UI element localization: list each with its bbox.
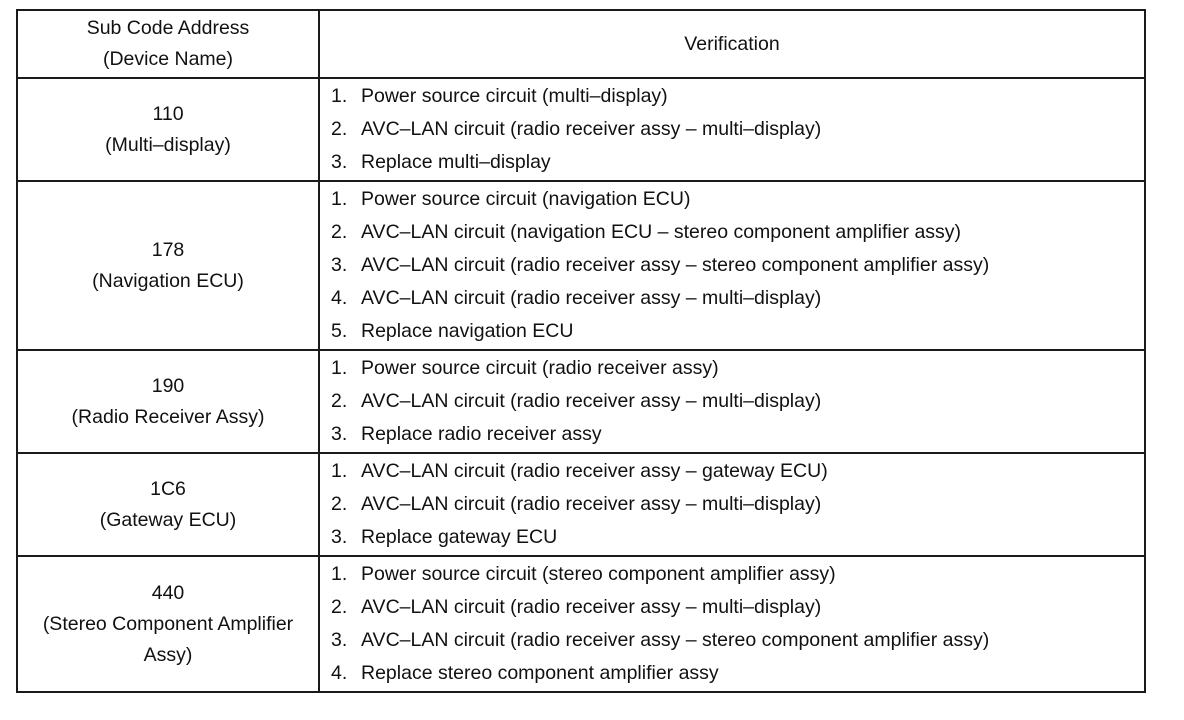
- verification-step: 2. AVC–LAN circuit (radio receiver assy –…: [331, 591, 1144, 624]
- step-number: 5.: [331, 320, 348, 342]
- step-number: 1.: [331, 563, 348, 585]
- step-number: 2.: [331, 118, 348, 140]
- step-text: AVC–LAN circuit (radio receiver assy – m…: [361, 287, 822, 309]
- device-name: (Radio Receiver Assy): [71, 405, 265, 428]
- step-number: 2.: [331, 221, 348, 243]
- table-row: 190 (Radio Receiver Assy) 1. Power source c…: [16, 349, 1146, 454]
- step-number: 4.: [331, 662, 348, 684]
- step-text: Power source circuit (navigation ECU): [361, 188, 691, 210]
- header-col1-line2: (Device Name): [102, 48, 234, 70]
- step-text: AVC–LAN circuit (navigation ECU – stereo…: [361, 221, 962, 243]
- device-cell: 178 (Navigation ECU): [16, 180, 320, 351]
- verification-cell: 1. Power source circuit (multi–display) 2.…: [318, 77, 1146, 182]
- table-row: 178 (Navigation ECU) 1. Power source circui…: [16, 180, 1146, 351]
- table-header: Sub Code Address (Device Name) Verificat…: [16, 9, 1146, 79]
- step-number: 1.: [331, 85, 348, 107]
- step-number: 3.: [331, 629, 348, 651]
- verification-step: 1. AVC–LAN circuit (radio receiver assy –…: [331, 455, 1144, 488]
- table-body: 110 (Multi–display) 1. Power source circuit…: [16, 77, 1146, 693]
- verification-step: 2. AVC–LAN circuit (navigation ECU – ster…: [331, 216, 1144, 249]
- verification-cell: 1. Power source circuit (radio receiver a…: [318, 349, 1146, 454]
- step-text: Power source circuit (multi–display): [361, 85, 668, 107]
- verification-step: 3. AVC–LAN circuit (radio receiver assy –…: [331, 249, 1144, 282]
- step-text: AVC–LAN circuit (radio receiver assy – s…: [361, 254, 990, 276]
- step-number: 2.: [331, 493, 348, 515]
- verification-step: 1. Power source circuit (navigation ECU): [331, 183, 1144, 216]
- verification-step: 2. AVC–LAN circuit (radio receiver assy –…: [331, 385, 1144, 418]
- header-verification: Verification: [318, 9, 1146, 79]
- verification-step: 5. Replace navigation ECU: [331, 315, 1144, 348]
- sub-code-address: 178: [151, 238, 185, 261]
- step-number: 1.: [331, 460, 348, 482]
- verification-step: 3. Replace radio receiver assy: [331, 418, 1144, 451]
- step-number: 1.: [331, 188, 348, 210]
- step-number: 1.: [331, 357, 348, 379]
- verification-step: 2. AVC–LAN circuit (radio receiver assy –…: [331, 488, 1144, 521]
- step-text: Replace stereo component amplifier assy: [361, 662, 719, 684]
- step-text: AVC–LAN circuit (radio receiver assy – m…: [361, 493, 822, 515]
- verification-step: 4. Replace stereo component amplifier ass…: [331, 657, 1144, 690]
- table-row: 1C6 (Gateway ECU) 1. AVC–LAN circuit (radio…: [16, 452, 1146, 557]
- sub-code-address: 1C6: [150, 477, 186, 500]
- step-text: AVC–LAN circuit (radio receiver assy – m…: [361, 118, 822, 140]
- verification-cell: 1. Power source circuit (stereo component…: [318, 555, 1146, 693]
- step-number: 3.: [331, 423, 348, 445]
- step-number: 3.: [331, 254, 348, 276]
- device-name: (Stereo Component Amplifier: [42, 612, 294, 635]
- step-number: 2.: [331, 390, 348, 412]
- step-number: 3.: [331, 151, 348, 173]
- device-name: Assy): [143, 643, 193, 666]
- device-name: (Gateway ECU): [99, 508, 237, 531]
- step-text: Replace radio receiver assy: [361, 423, 602, 445]
- verification-step: 2. AVC–LAN circuit (radio receiver assy –…: [331, 113, 1144, 146]
- device-name: (Multi–display): [105, 133, 231, 156]
- step-text: AVC–LAN circuit (radio receiver assy – s…: [361, 629, 990, 651]
- step-text: Replace multi–display: [361, 151, 551, 173]
- sub-code-address: 440: [151, 581, 185, 604]
- verification-step: 4. AVC–LAN circuit (radio receiver assy –…: [331, 282, 1144, 315]
- step-text: Power source circuit (radio receiver ass…: [361, 357, 719, 379]
- verification-cell: 1. AVC–LAN circuit (radio receiver assy –…: [318, 452, 1146, 557]
- sub-code-address: 110: [152, 102, 184, 125]
- verification-step: 1. Power source circuit (radio receiver a…: [331, 352, 1144, 385]
- step-text: AVC–LAN circuit (radio receiver assy – g…: [361, 460, 828, 482]
- step-text: AVC–LAN circuit (radio receiver assy – m…: [361, 596, 822, 618]
- step-number: 3.: [331, 526, 348, 548]
- device-cell: 110 (Multi–display): [16, 77, 320, 182]
- step-number: 2.: [331, 596, 348, 618]
- step-number: 4.: [331, 287, 348, 309]
- step-text: Power source circuit (stereo component a…: [361, 563, 836, 585]
- verification-step: 1. Power source circuit (stereo component…: [331, 558, 1144, 591]
- verification-step: 1. Power source circuit (multi–display): [331, 80, 1144, 113]
- header-sub-code-address: Sub Code Address (Device Name): [16, 9, 320, 79]
- device-cell: 1C6 (Gateway ECU): [16, 452, 320, 557]
- step-text: AVC–LAN circuit (radio receiver assy – m…: [361, 390, 822, 412]
- verification-step: 3. Replace multi–display: [331, 146, 1144, 179]
- verification-cell: 1. Power source circuit (navigation ECU) 2…: [318, 180, 1146, 351]
- verification-step: 3. AVC–LAN circuit (radio receiver assy –…: [331, 624, 1144, 657]
- step-text: Replace navigation ECU: [361, 320, 574, 342]
- device-cell: 190 (Radio Receiver Assy): [16, 349, 320, 454]
- device-name: (Navigation ECU): [92, 269, 244, 292]
- sub-code-verification-table: Sub Code Address (Device Name) Verificat…: [16, 9, 1146, 693]
- step-text: Replace gateway ECU: [361, 526, 558, 548]
- header-col1-line1: Sub Code Address: [86, 17, 250, 39]
- header-row: Sub Code Address (Device Name) Verificat…: [16, 9, 1146, 79]
- table-row: 110 (Multi–display) 1. Power source circuit…: [16, 77, 1146, 182]
- sub-code-address: 190: [151, 374, 185, 397]
- verification-step: 3. Replace gateway ECU: [331, 521, 1144, 554]
